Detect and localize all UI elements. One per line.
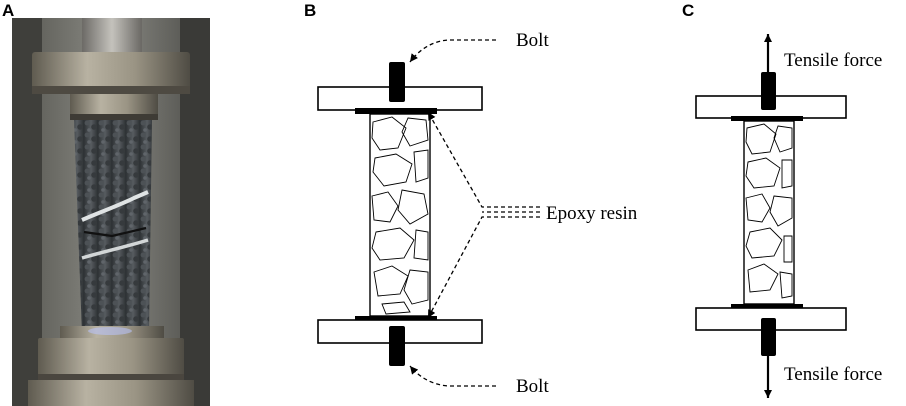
tensile-force-top-label: Tensile force	[784, 50, 882, 71]
leader-bolt-bottom	[409, 365, 496, 387]
panel-b: B Bolt Epoxy resi	[304, 1, 638, 397]
epoxy-layer-bottom	[355, 316, 437, 322]
epoxy-layer-top-c	[731, 116, 803, 121]
loading-rod	[82, 18, 142, 58]
panel-b-letter: B	[304, 1, 316, 20]
leader-bolt-top	[409, 39, 496, 63]
epoxy-layer-top	[355, 108, 437, 114]
bottom-bolt	[389, 326, 405, 366]
panel-c: C Tensile force Tensile force	[682, 1, 882, 398]
tensile-force-bottom-label: Tensile force	[784, 364, 882, 385]
leader-epoxy-bottom	[427, 216, 540, 319]
upper-platen	[32, 52, 190, 90]
aggregate-pattern	[371, 116, 429, 315]
bolt-bottom-label: Bolt	[516, 376, 549, 397]
panel-c-letter: C	[682, 1, 694, 20]
rock-specimen	[74, 120, 152, 334]
fracture-line	[81, 238, 149, 260]
bolt-top-label: Bolt	[516, 30, 549, 51]
panel-a: A	[2, 1, 210, 406]
epoxy-resin-label: Epoxy resin	[546, 203, 638, 224]
top-bolt-c	[761, 72, 776, 110]
top-bolt	[389, 62, 405, 102]
bottom-bolt-c	[761, 318, 776, 356]
lower-platen	[38, 338, 184, 378]
specimen-c	[743, 120, 795, 305]
specimen-photo	[12, 18, 210, 406]
aggregate-pattern-c	[745, 123, 793, 299]
specimen-b	[369, 113, 431, 317]
fracture-line	[81, 190, 149, 222]
epoxy-layer-bottom-c	[731, 304, 803, 309]
leader-epoxy-top	[427, 111, 540, 208]
panel-a-letter: A	[2, 1, 14, 20]
